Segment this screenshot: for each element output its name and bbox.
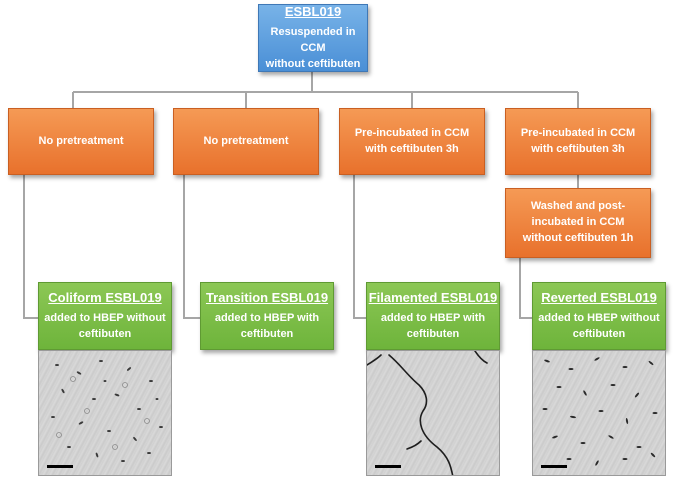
- pretreatment-box-1: No pretreatment: [8, 108, 154, 175]
- reverted-cells: [541, 357, 658, 468]
- top-box-line-2: without ceftibuten: [265, 57, 361, 70]
- pretreatment-2-line-1: No pretreatment: [203, 134, 289, 147]
- pretreatment-box-4: Pre-incubated in CCM with ceftibuten 3h: [505, 108, 651, 175]
- result-box-transition: Transition ESBL019 added to HBEP with ce…: [200, 282, 334, 350]
- top-box: ESBL019 Resuspended in CCM without cefti…: [258, 4, 368, 72]
- pretreatment-4-line-2: with ceftibuten 3h: [531, 142, 625, 155]
- pretreatment-4-line-1: Pre-incubated in CCM: [520, 126, 636, 139]
- result-1-line-1: added to HBEP without: [44, 311, 166, 324]
- result-1-title: Coliform ESBL019: [48, 290, 162, 306]
- scale-bar: [541, 465, 567, 468]
- microscopy-image-reverted: [532, 350, 666, 476]
- microscopy-image-coliform: [38, 350, 172, 476]
- result-3-title: Filamented ESBL019: [368, 290, 498, 306]
- result-3-line-1: added to HBEP with: [380, 311, 486, 324]
- pretreatment-1-line-1: No pretreatment: [38, 134, 124, 147]
- connector-branch-3-to-result: [353, 175, 366, 319]
- pretreatment-3-line-2: with ceftibuten 3h: [365, 142, 459, 155]
- result-4-line-2: ceftibuten: [572, 327, 626, 340]
- result-box-reverted: Reverted ESBL019 added to HBEP without c…: [532, 282, 666, 350]
- result-4-title: Reverted ESBL019: [541, 290, 657, 306]
- pretreatment-box-2: No pretreatment: [173, 108, 319, 175]
- connector-branch-1-to-result: [23, 175, 38, 319]
- filamented-cells: [367, 351, 488, 475]
- pretreatment-3-line-1: Pre-incubated in CCM: [354, 126, 470, 139]
- result-4-line-1: added to HBEP without: [538, 311, 660, 324]
- post-treatment-line-1: Washed and post-: [530, 200, 626, 213]
- post-treatment-line-2: incubated in CCM: [531, 216, 625, 229]
- top-box-line-1: Resuspended in CCM: [270, 26, 356, 54]
- coliform-cells: [47, 360, 163, 468]
- result-2-line-2: ceftibuten: [240, 327, 294, 340]
- result-2-line-1: added to HBEP with: [214, 311, 320, 324]
- connector-post-to-result: [519, 258, 532, 319]
- scale-bar: [375, 465, 401, 468]
- result-box-coliform: Coliform ESBL019 added to HBEP without c…: [38, 282, 172, 350]
- result-box-filamented: Filamented ESBL019 added to HBEP with ce…: [366, 282, 500, 350]
- result-1-line-2: ceftibuten: [78, 327, 132, 340]
- microscopy-image-filamented: [366, 350, 500, 476]
- connector-branch-2-to-result: [183, 175, 200, 319]
- top-box-title: ESBL019: [284, 4, 342, 20]
- scale-bar: [47, 465, 73, 468]
- result-3-line-2: ceftibuten: [406, 327, 460, 340]
- post-treatment-box: Washed and post- incubated in CCM withou…: [505, 188, 651, 258]
- post-treatment-line-3: without ceftibuten 1h: [522, 231, 634, 244]
- result-2-title: Transition ESBL019: [205, 290, 329, 306]
- pretreatment-box-3: Pre-incubated in CCM with ceftibuten 3h: [339, 108, 485, 175]
